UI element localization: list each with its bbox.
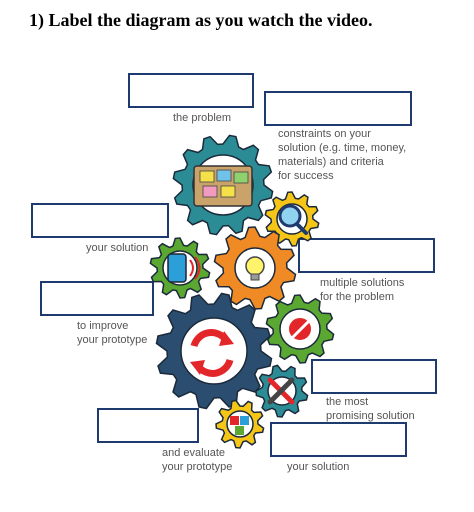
answer-box-8[interactable] (270, 422, 407, 457)
magnifier-icon (278, 204, 308, 235)
instruction-heading: 1) Label the diagram as you watch the vi… (29, 10, 373, 30)
answer-box-3[interactable] (31, 203, 169, 238)
answer-box-5[interactable] (40, 281, 154, 316)
target-arrow-icon (287, 314, 316, 342)
caption-problem: the problem (173, 112, 232, 124)
answer-box-4[interactable] (298, 238, 435, 273)
caption-multiple-solutions: multiple solutions for the problem (320, 277, 405, 303)
caption-constraints: constraints on your solution (e.g. time,… (278, 128, 407, 182)
answer-box-1[interactable] (128, 73, 254, 108)
tools-icon (267, 377, 295, 405)
caption-evaluate: and evaluate your prototype (162, 447, 233, 473)
cycle-arrows-icon (190, 329, 234, 377)
sticky-notes-icon (193, 165, 253, 207)
answer-box-6[interactable] (311, 359, 437, 394)
caption-your-solution-bottom: your solution (287, 461, 350, 473)
caption-improve: to improve your prototype (77, 320, 148, 346)
lightbulb-icon (245, 256, 265, 281)
caption-most-promising: the most promising solution (326, 396, 415, 422)
answer-box-2[interactable] (264, 91, 412, 126)
answer-box-7[interactable] (97, 408, 199, 443)
blocks-icon (230, 416, 249, 435)
tablet-icon (167, 253, 201, 283)
caption-your-solution-left: your solution (86, 242, 149, 254)
